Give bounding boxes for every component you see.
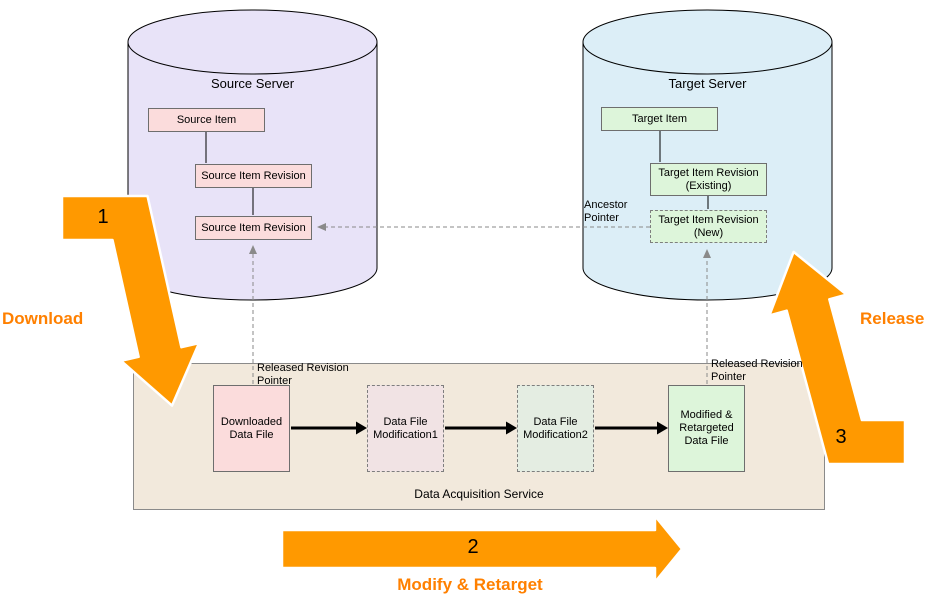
download-label: Download — [2, 309, 84, 328]
target-server-cylinder-top — [582, 9, 833, 75]
target-item-revision-existing-node: Target Item Revision (Existing) — [650, 163, 767, 196]
flow-step-number-1: 1 — [97, 206, 109, 228]
target-item-revision-new-node: Target Item Revision (New) — [650, 210, 767, 243]
ancestor-pointer-label: Ancestor Pointer — [584, 199, 628, 224]
source-item-revision-node-2: Source Item Revision — [195, 216, 312, 240]
source-item-node: Source Item — [148, 108, 265, 132]
target-server-title: Target Server — [668, 76, 747, 91]
data-file-modification1-node: Data File Modification1 — [367, 385, 444, 472]
target-item-node: Target Item — [601, 107, 718, 131]
data-file-modification2-node: Data File Modification2 — [517, 385, 594, 472]
release-label: Release — [860, 309, 925, 328]
downloaded-data-file-node: Downloaded Data File — [213, 385, 290, 472]
flow-step-number-3: 3 — [835, 426, 847, 448]
source-item-revision-node-1: Source Item Revision — [195, 164, 312, 188]
released-revision-pointer-label-right: Released Revision Pointer — [711, 358, 803, 383]
flow-step-number-2: 2 — [467, 536, 479, 558]
modify-retarget-label: Modify & Retarget — [397, 575, 543, 594]
source-server-cylinder-top — [127, 9, 378, 75]
data-acquisition-service-title: Data Acquisition Service — [414, 487, 544, 501]
source-server-title: Source Server — [210, 76, 295, 91]
modified-retargeted-data-file-node: Modified & Retargeted Data File — [668, 385, 745, 472]
released-revision-pointer-label-left: Released Revision Pointer — [257, 362, 349, 387]
